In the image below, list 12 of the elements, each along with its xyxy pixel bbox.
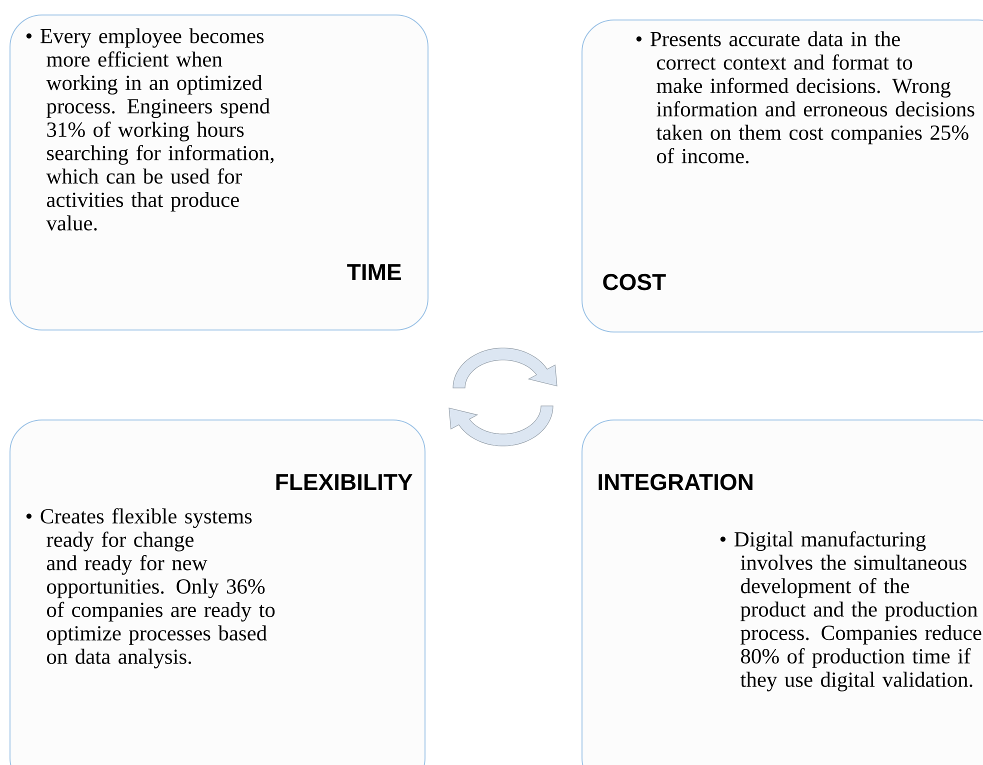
heading: FLEXIBILITY	[276, 474, 412, 490]
bullet-text: • Every employee becomes more efficient when working in an optimized process. Engineers spend 31% of working hours searching for information, which can be used for activities that produce value.	[26, 28, 274, 231]
card	[10, 419, 426, 765]
heading: TIME	[347, 264, 401, 280]
bullet-text: • Creates flexible systems ready for change and ready for new opportunities. Only 36% of companies are ready to optimize processes based on data analysis.	[26, 508, 275, 668]
card	[10, 14, 428, 330]
bullet-text: • Presents accurate data in the correct context and format to make informed decisions. Wrong information and erroneous decisions taken on them cost companies 25% of income.	[636, 31, 974, 164]
heading: COST	[603, 274, 666, 290]
card	[582, 20, 983, 332]
heading: INTEGRATION	[598, 474, 752, 490]
bullet-text: • Digital manufacturing involves the simultaneous development of the product and the production process. Companies reduce 80% of production time if they use digital validation.	[720, 531, 982, 692]
card	[582, 419, 983, 765]
